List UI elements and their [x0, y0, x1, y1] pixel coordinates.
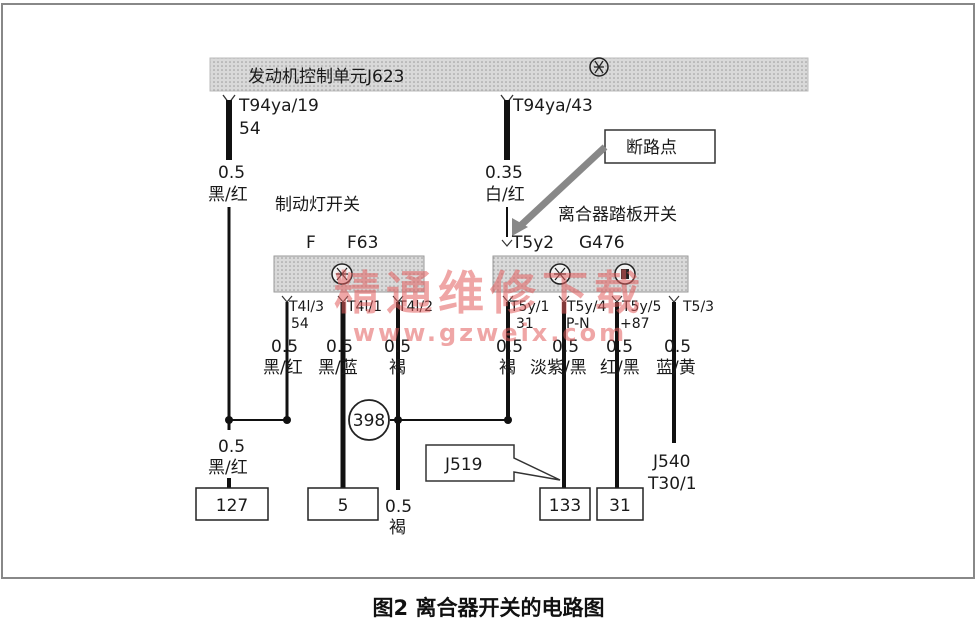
wire-bottom-brown-size: 0.5 [385, 497, 412, 517]
wire-brake-1-color: 黑/红 [263, 358, 303, 378]
brake-pin1-sub: 54 [291, 316, 309, 332]
wire-clutch-1-size: 0.5 [496, 337, 523, 357]
wire-brake-3-size: 0.5 [384, 337, 411, 357]
clutch-pin1-sub: 31 [516, 316, 534, 332]
ecu-bar [209, 57, 809, 92]
callout-break-arrowhead [512, 218, 528, 236]
wire-clutch-4-size: 0.5 [664, 337, 691, 357]
junction-398-label: 398 [353, 411, 385, 431]
brake-switch-title: 制动灯开关 [275, 195, 360, 215]
wire-right-size: 0.35 [485, 163, 523, 183]
terminal-133-box [539, 487, 591, 521]
wire-clutch-2-size: 0.5 [552, 337, 579, 357]
clutch-code: G476 [579, 233, 625, 253]
terminal-5-box [307, 487, 379, 521]
clutch-switch-symbol [549, 263, 571, 285]
ecu-pin-left: T94ya/19 [238, 96, 319, 116]
callout-break-arrow [515, 144, 608, 231]
brake-pin3: T4l/2 [397, 299, 433, 315]
terminal-127-box [195, 487, 269, 521]
wire-clutch-4-color: 蓝/黄 [656, 358, 696, 378]
wire-brake-3-color: 褐 [389, 358, 406, 378]
clutch-pin1: T5y/1 [509, 299, 549, 315]
callout-j519-box [425, 444, 561, 482]
ecu-pin-left-sub: 54 [239, 119, 261, 139]
splice-left [225, 416, 233, 424]
terminal-133-label: 133 [549, 496, 581, 516]
junction-398-ring [348, 399, 390, 441]
figure-caption: 图2 离合器开关的电路图 [372, 596, 605, 620]
wire-brake-2-color: 黑/蓝 [318, 358, 358, 378]
clutch-top-pin-arrow [501, 239, 513, 247]
splice-398 [394, 416, 402, 424]
j540-label: J540 [652, 452, 690, 472]
wire-clutch-3-color: 红/黑 [600, 358, 640, 378]
clutch-pin3-sub: +87 [620, 316, 650, 332]
j540-pin-label: T30/1 [647, 474, 697, 494]
diagram-frame [1, 3, 975, 579]
wire-left-color: 黑/红 [208, 185, 248, 205]
brake-switch-code2: F63 [347, 233, 378, 253]
wire-left-lower-color: 黑/红 [208, 458, 248, 478]
clutch-pin2: T5y/4 [566, 299, 606, 315]
wire-clutch-1-color: 褐 [499, 358, 516, 378]
clutch-pin4: T5/3 [682, 299, 714, 315]
clutch-sensor-symbol [614, 263, 636, 285]
ecu-ground-symbol [589, 57, 609, 77]
brake-switch-code1: F [306, 233, 316, 253]
clutch-top-pin: T5y2 [511, 233, 554, 253]
terminal-31-box [596, 487, 644, 521]
wire-left-lower-size: 0.5 [218, 437, 245, 457]
brake-pin1: T4l/3 [288, 299, 324, 315]
terminal-127-label: 127 [216, 496, 248, 516]
ecu-title: 发动机控制单元J623 [248, 67, 404, 87]
callout-break-text: 断路点 [626, 138, 677, 158]
wire-brake-1-size: 0.5 [271, 337, 298, 357]
callout-j519-text: J519 [444, 455, 482, 475]
terminal-5-label: 5 [338, 496, 349, 516]
wire-bottom-brown-color: 褐 [389, 518, 406, 538]
wire-right-color: 白/红 [485, 185, 525, 205]
clutch-switch-box [492, 255, 689, 293]
wire-brake-2-size: 0.5 [326, 337, 353, 357]
wire-clutch-2-color: 淡紫/黑 [530, 358, 587, 378]
clutch-pin3: T5y/5 [621, 299, 661, 315]
terminal-31-label: 31 [609, 496, 631, 516]
wire-left-size: 0.5 [218, 163, 245, 183]
clutch-switch-title: 离合器踏板开关 [558, 205, 677, 225]
clutch-pin2-sub: P-N [566, 316, 590, 332]
wire-clutch-3-size: 0.5 [606, 337, 633, 357]
splice-brake-1 [283, 416, 291, 424]
callout-break-box [604, 129, 716, 164]
brake-pin2: T4l/1 [346, 299, 382, 315]
brake-switch-symbol [331, 263, 353, 285]
ecu-pin-right: T94ya/43 [512, 96, 593, 116]
